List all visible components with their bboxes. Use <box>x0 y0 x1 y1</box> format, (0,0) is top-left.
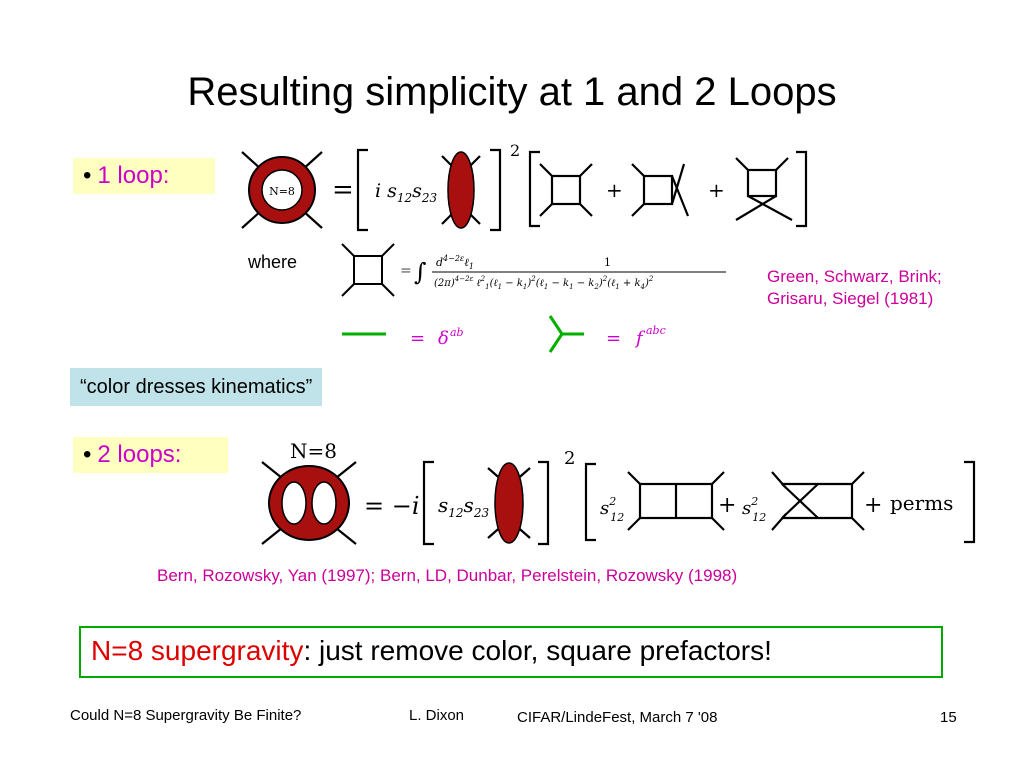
slide-title: Resulting simplicity at 1 and 2 Loops <box>187 70 837 114</box>
color-dresses-kinematics-callout: “color dresses kinematics” <box>70 368 323 406</box>
reference-line: Grisaru, Siegel (1981) <box>767 289 934 308</box>
box-diagram-3 <box>735 157 793 221</box>
svg-text:=: = <box>400 263 412 279</box>
where-label: where <box>248 252 298 272</box>
nonplanar-double-box <box>771 471 865 531</box>
svg-text:s12s23: s12s23 <box>438 493 489 520</box>
one-loop-equation: N=8 = i s12s23 2 + + <box>241 141 808 232</box>
two-loop-references: Bern, Rozowsky, Yan (1997); Bern, LD, Du… <box>157 566 738 585</box>
two-loop-label: 2 loops: <box>97 441 182 468</box>
plus-sign: + <box>708 178 725 202</box>
one-loop-prefactor: i s12s23 <box>375 180 438 205</box>
conclusion-text: : just remove color, square prefactors! <box>303 635 772 666</box>
equals-sign: = <box>332 175 354 205</box>
svg-text:d4−2εℓ1: d4−2εℓ1 <box>436 254 474 271</box>
integral-numerator: 1 <box>604 256 611 269</box>
two-loop-label-box: •2 loops: <box>73 437 228 473</box>
two-loop-tree-blob <box>494 462 524 544</box>
one-loop-exponent: 2 <box>510 141 520 160</box>
two-loop-blob <box>268 465 350 541</box>
conclusion-highlight: N=8 supergravity <box>91 635 304 666</box>
delta-symbol: δ <box>438 328 449 349</box>
one-loop-tree-blob <box>447 151 475 229</box>
reference-line: Green, Schwarz, Brink; <box>767 267 942 286</box>
delta-superscript: ab <box>450 326 464 339</box>
perms-label: perms <box>890 491 953 515</box>
conclusion-box: N=8 supergravity: just remove color, squ… <box>79 626 943 678</box>
one-loop-label-box: •1 loop: <box>73 158 215 194</box>
vertex-symbol <box>548 315 584 353</box>
footer-author: L. Dixon <box>409 707 465 724</box>
box-diagram-1 <box>539 163 593 217</box>
svg-text:∫: ∫ <box>414 258 427 286</box>
svg-text:=: = <box>606 328 621 349</box>
one-loop-ring-label: N=8 <box>269 185 295 198</box>
one-loop-references: Green, Schwarz, Brink; Grisaru, Siegel (… <box>767 266 942 310</box>
one-loop-label: 1 loop: <box>97 162 170 189</box>
f-symbol: f <box>634 328 646 349</box>
color-factor-definitions: = δ ab = f abc <box>342 315 666 353</box>
footer-page-number: 15 <box>940 709 957 726</box>
box-integral-definition: = ∫ d4−2εℓ1 1 (2π)4−2ε ℓ21(ℓ1 − k1)2(ℓ1 … <box>341 243 726 297</box>
two-loop-blob-label: N=8 <box>290 439 337 463</box>
footer-talk-title: Could N=8 Supergravity Be Finite? <box>70 707 302 724</box>
svg-text:=: = <box>410 328 425 349</box>
plus-sign: + <box>864 493 882 518</box>
bullet: • <box>83 441 92 468</box>
plus-sign: + <box>718 493 736 518</box>
footer-venue: CIFAR/LindeFest, March 7 '08 <box>517 709 718 726</box>
f-superscript: abc <box>646 324 666 337</box>
plus-sign: + <box>606 178 623 202</box>
svg-text:(2π)4−2ε ℓ21(ℓ1 − k1)2(ℓ1 − k1: (2π)4−2ε ℓ21(ℓ1 − k1)2(ℓ1 − k1 − k2)2(ℓ1… <box>434 275 654 291</box>
bullet: • <box>83 162 92 189</box>
planar-double-box <box>627 471 725 531</box>
two-loop-prefactor: = −i <box>364 492 420 520</box>
box-diagram-2 <box>631 163 690 217</box>
two-loop-exponent: 2 <box>564 448 575 469</box>
